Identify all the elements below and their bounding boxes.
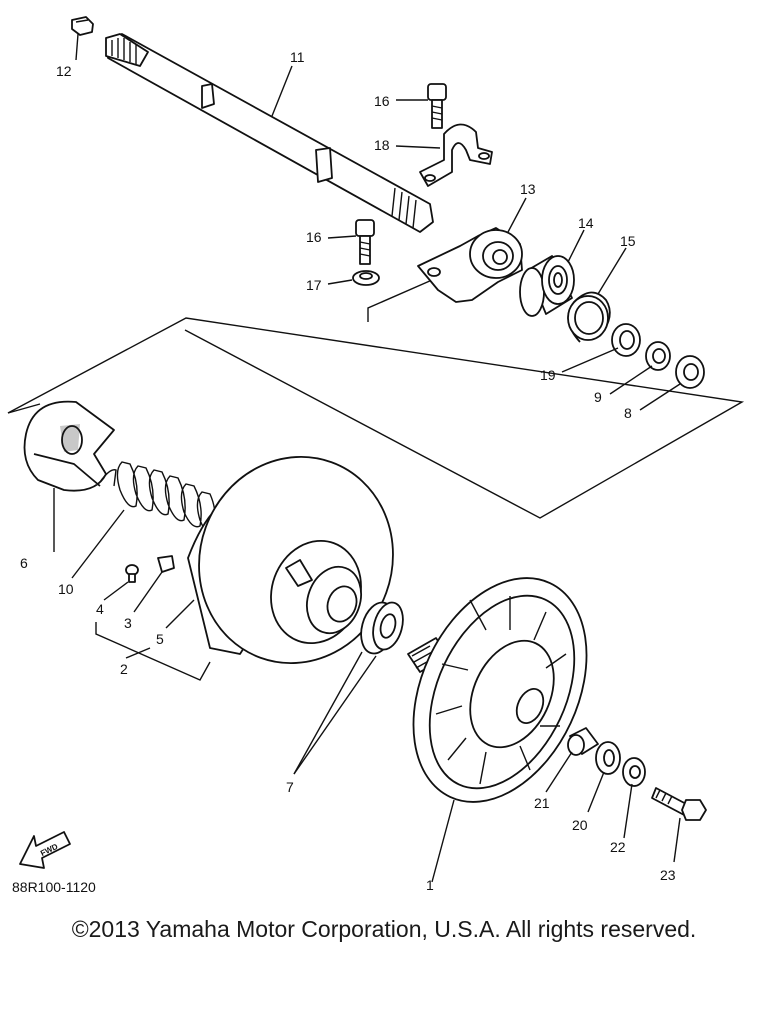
part-6-cam [23,400,115,492]
assembly-outline [367,279,433,322]
part-7-to-1-sheave-assembly [187,456,394,664]
callout-16-lower: 16 [306,229,322,245]
callout-1: 1 [426,877,434,893]
callout-14: 14 [578,215,594,231]
callout-7: 7 [286,779,294,795]
part-20-washer [595,741,621,775]
part-22-washer [622,757,646,787]
exploded-parts-diagram: FWD 12 11 16 18 13 14 15 16 17 19 9 8 6 … [7,16,745,895]
callout-5: 5 [156,631,164,647]
diagram-code: 88R100-1120 [12,879,96,895]
callout-10: 10 [58,581,74,597]
callout-13: 13 [520,181,536,197]
part-10-spring [99,461,217,534]
callout-15: 15 [620,233,636,249]
part-1-fixed-sheave [407,577,588,803]
callout-21: 21 [534,795,550,811]
callout-6: 6 [20,555,28,571]
callout-12: 12 [56,63,72,79]
callout-16-upper: 16 [374,93,390,109]
part-11-shaft [105,33,434,233]
callout-11: 11 [290,49,305,65]
part-16-bolt-upper [427,83,447,129]
callout-9: 9 [594,389,602,405]
callout-22: 22 [610,839,626,855]
callout-4: 4 [96,601,104,617]
part-12-cap [71,16,94,36]
part-23-bolt [651,787,707,821]
callout-19: 19 [540,367,556,383]
callout-20: 20 [572,817,588,833]
callout-17: 17 [306,277,322,293]
assembly-outline-box [7,317,745,519]
part-21-collar [567,727,599,756]
part-18-bracket [419,123,493,187]
part-16-bolt-lower [355,219,375,265]
callout-8: 8 [624,405,632,421]
callout-23: 23 [660,867,676,883]
leader-lines [53,33,681,883]
part-7-bushing [360,601,404,655]
callout-3: 3 [124,615,132,631]
fwd-arrow-icon: FWD [19,831,71,869]
callout-18: 18 [374,137,390,153]
part-17-washer [352,270,380,286]
part-3-weight [157,555,175,573]
part-14-bearing [519,255,575,317]
callout-labels: 12 11 16 18 13 14 15 16 17 19 9 8 6 10 4… [20,49,676,893]
part-19-washer [611,323,641,357]
part-13-bearing-housing [417,227,523,303]
part-4-screw [125,564,139,583]
part-9-washer [645,341,671,371]
callout-2: 2 [120,661,128,677]
part-8-washer [675,355,705,389]
part-15-circlip [567,291,611,343]
copyright-notice: ©2013 Yamaha Motor Corporation, U.S.A. A… [71,916,697,942]
